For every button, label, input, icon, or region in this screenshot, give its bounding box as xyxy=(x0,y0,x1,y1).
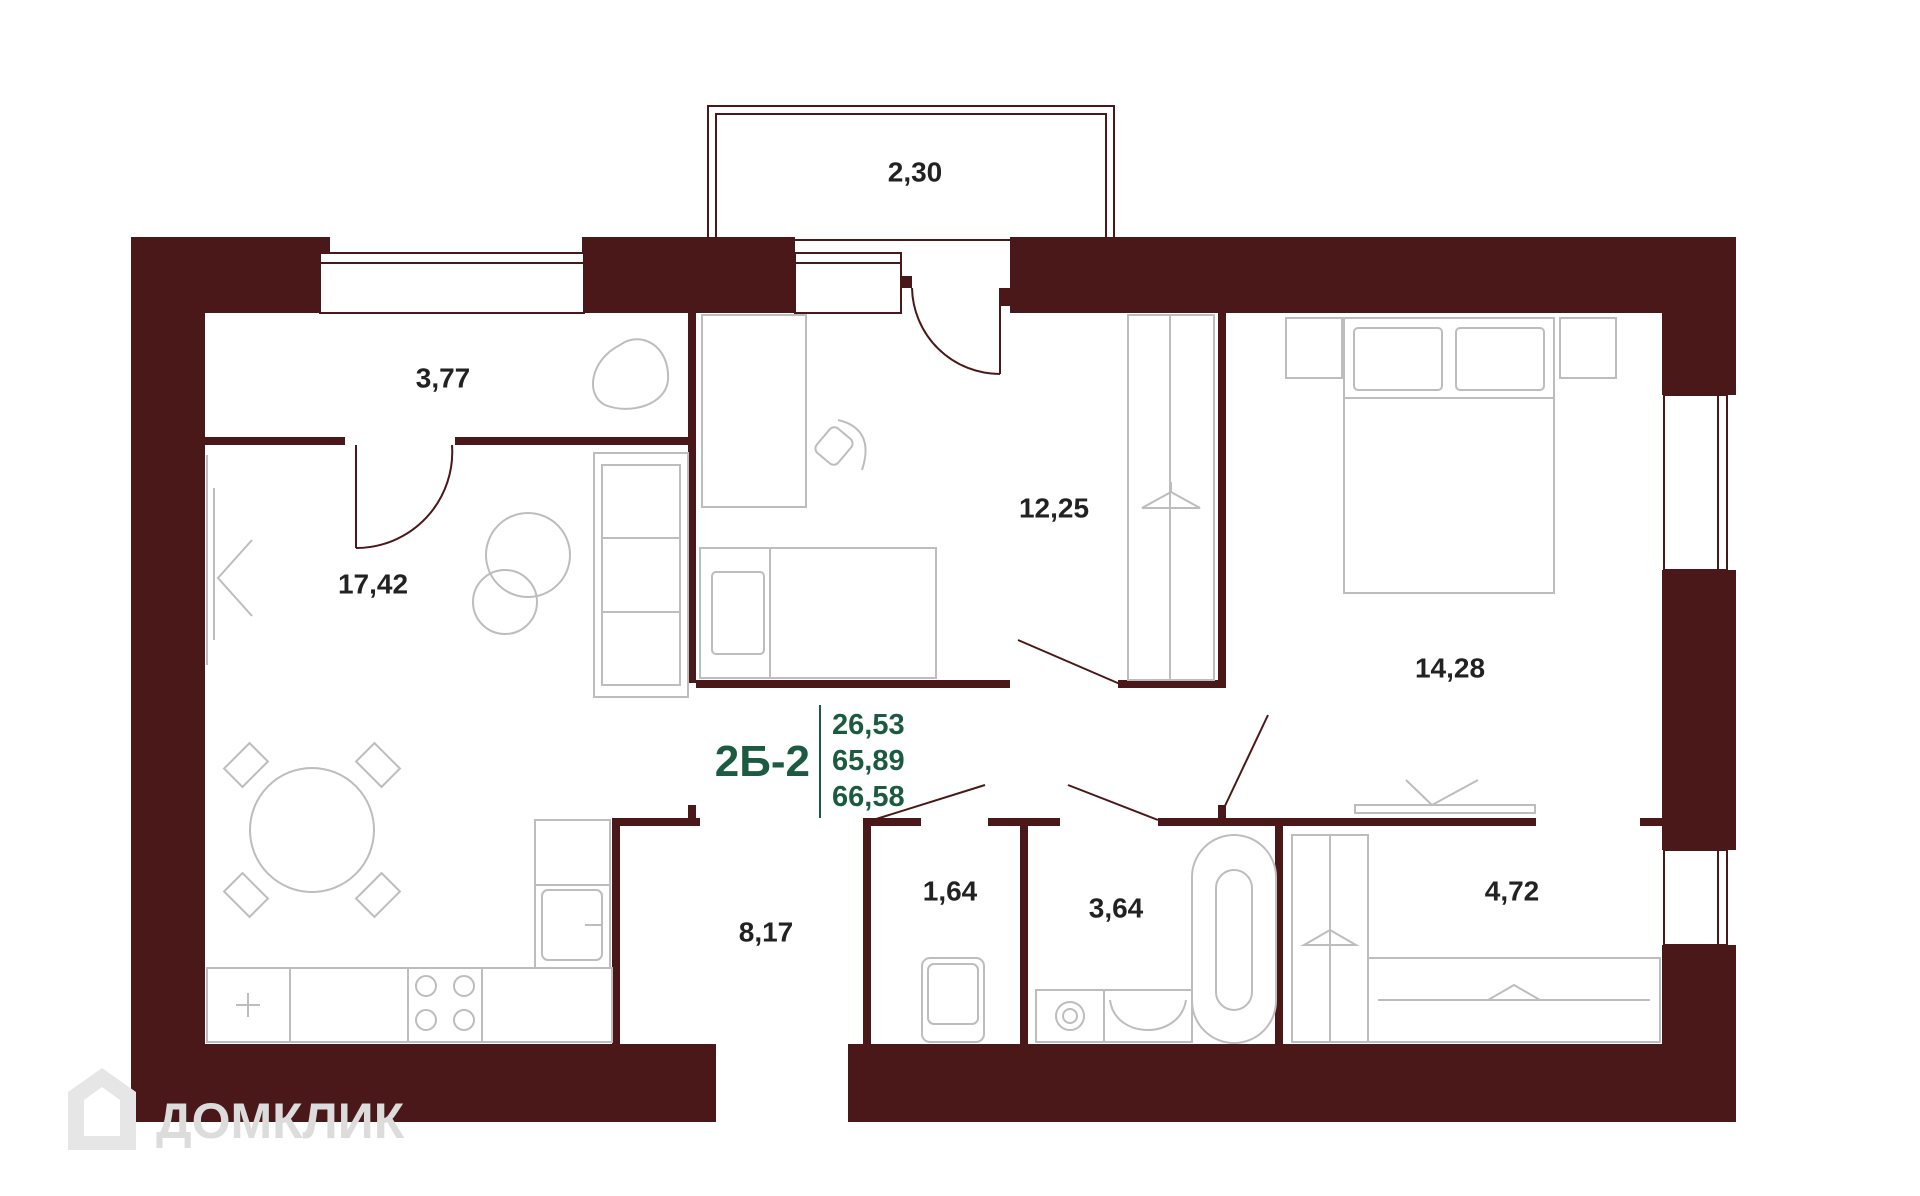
watermark: ДОМКЛИК xyxy=(68,1068,405,1150)
doors xyxy=(355,287,1269,821)
windows xyxy=(319,252,1728,946)
room-area-closet: 3,77 xyxy=(416,362,471,393)
room-area-balcony: 2,30 xyxy=(888,156,943,187)
balcony xyxy=(707,105,1115,241)
apartment-info: 2Б-2 26,53 65,89 66,58 xyxy=(715,705,905,818)
room-area-wardrobe: 4,72 xyxy=(1485,875,1540,906)
room-area-bathroom: 3,64 xyxy=(1089,892,1144,923)
apartment-total-area: 65,89 xyxy=(832,745,905,777)
room-area-children-room: 12,25 xyxy=(1019,492,1089,523)
room-area-hallway: 8,17 xyxy=(739,916,794,947)
apartment-code: 2Б-2 xyxy=(715,737,810,786)
apartment-living-area: 26,53 xyxy=(832,709,905,741)
room-area-bedroom: 14,28 xyxy=(1415,652,1485,683)
walls xyxy=(131,237,1736,1122)
furniture xyxy=(206,314,1661,1044)
room-area-toilet: 1,64 xyxy=(923,875,978,906)
watermark-text: ДОМКЛИК xyxy=(156,1093,405,1149)
room-labels: 2,30 3,77 17,42 12,25 14,28 8,17 1,64 3,… xyxy=(338,156,1539,947)
house-logo-icon xyxy=(68,1068,136,1150)
apartment-total-area-balcony: 66,58 xyxy=(832,781,905,813)
room-area-kitchen-living: 17,42 xyxy=(338,568,408,599)
